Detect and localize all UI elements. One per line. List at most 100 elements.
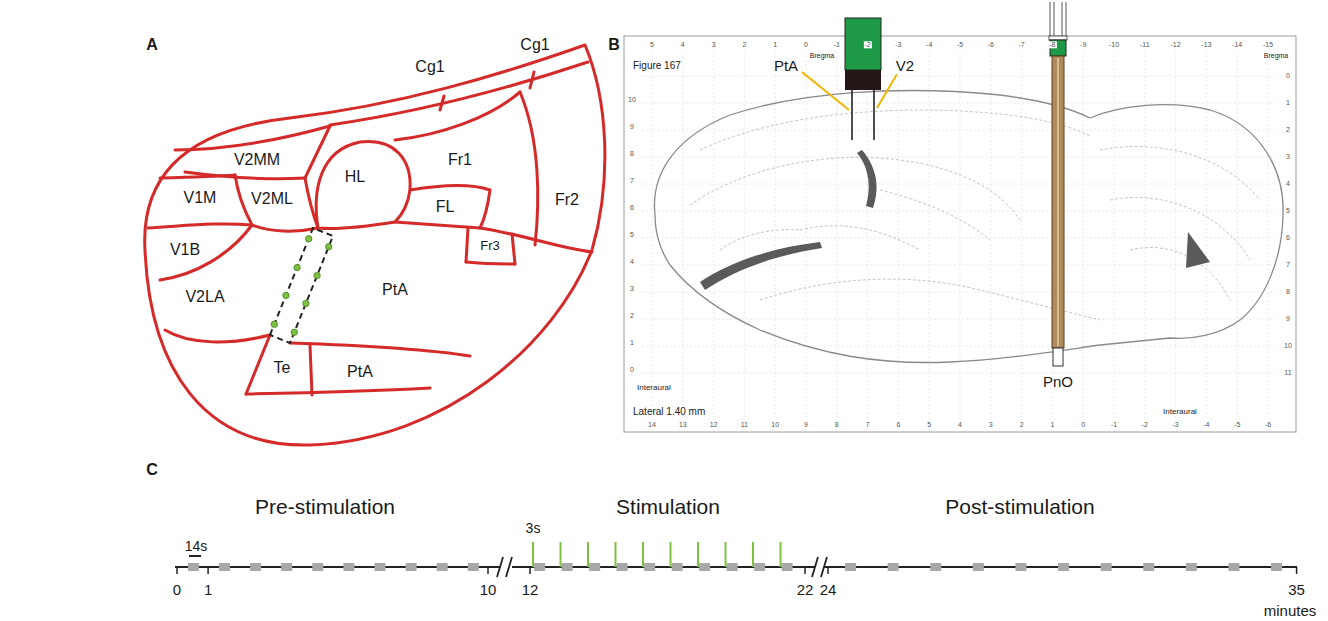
atlas-coordinate: -9 xyxy=(1079,41,1087,48)
panel-letter: B xyxy=(607,37,621,54)
region-label: PtA xyxy=(381,282,409,299)
atlas-coordinate: 5 xyxy=(629,231,635,238)
atlas-coordinate: -2 xyxy=(1141,421,1149,428)
atlas-coordinate: -5 xyxy=(1233,421,1241,428)
panel-letter: C xyxy=(145,462,159,479)
atlas-coordinate: 0 xyxy=(1080,421,1086,428)
atlas-note: Interaural xyxy=(1162,408,1198,416)
atlas-coordinate: 9 xyxy=(1285,315,1291,322)
time-tick: 22 xyxy=(796,582,815,598)
region-label: Fr2 xyxy=(554,192,580,209)
atlas-coordinate: -1 xyxy=(833,41,841,48)
phase-label: Pre-stimulation xyxy=(254,496,396,518)
atlas-coordinate: 5 xyxy=(649,41,655,48)
atlas-coordinate: -4 xyxy=(925,41,933,48)
atlas-coordinate: 2 xyxy=(1019,421,1025,428)
region-label: Fr3 xyxy=(479,239,501,253)
atlas-coordinate: 10 xyxy=(770,421,780,428)
atlas-coordinate: 12 xyxy=(709,421,719,428)
atlas-coordinate: 6 xyxy=(1285,234,1291,241)
time-tick: 35 xyxy=(1287,582,1306,598)
atlas-coordinate: -5 xyxy=(956,41,964,48)
atlas-coordinate: -6 xyxy=(987,41,995,48)
atlas-note: Bregma xyxy=(1263,52,1290,59)
atlas-coordinate: 13 xyxy=(678,421,688,428)
atlas-coordinate: 10 xyxy=(1283,342,1293,349)
electrode-array xyxy=(270,228,333,343)
region-label: Te xyxy=(273,360,292,377)
atlas-coordinate: 11 xyxy=(1283,369,1292,376)
time-tick: 12 xyxy=(521,582,540,598)
time-tick: 24 xyxy=(819,582,838,598)
atlas-coordinate: 10 xyxy=(627,96,637,103)
atlas-coordinate: 8 xyxy=(834,421,840,428)
timeline xyxy=(175,542,1297,577)
atlas-coordinate: -3 xyxy=(894,41,902,48)
target-label: PnO xyxy=(1042,374,1074,390)
region-label: FL xyxy=(435,199,456,216)
time-tick: minutes xyxy=(1263,603,1318,619)
atlas-note: Interaural xyxy=(636,384,672,392)
atlas-coordinate: 11 xyxy=(740,421,749,428)
atlas-coordinate: -14 xyxy=(1231,41,1243,48)
atlas-coordinate: 0 xyxy=(1285,72,1291,79)
atlas-coordinate: 6 xyxy=(895,421,901,428)
region-label: Fr1 xyxy=(447,152,473,169)
atlas-coordinate: -10 xyxy=(1108,41,1120,48)
atlas-coordinate: 3 xyxy=(629,285,635,292)
target-label: V2 xyxy=(895,58,915,74)
atlas-note: Bregma xyxy=(809,52,836,59)
region-label: PtA xyxy=(346,364,374,381)
atlas-coordinate: -2 xyxy=(863,41,871,48)
atlas-coordinate: -6 xyxy=(1264,421,1272,428)
time-tick: 0 xyxy=(172,582,182,598)
region-label: V1M xyxy=(183,190,218,207)
atlas-coordinate: -13 xyxy=(1200,41,1212,48)
atlas-coordinate: 8 xyxy=(629,150,635,157)
atlas-coordinate: 1 xyxy=(772,41,778,48)
atlas-coordinate: 4 xyxy=(680,41,686,48)
atlas-coordinate: 7 xyxy=(865,421,871,428)
time-tick: 1 xyxy=(203,582,213,598)
atlas-coordinate: 7 xyxy=(629,177,635,184)
atlas-coordinate: 8 xyxy=(1285,288,1291,295)
atlas-coordinate: -1 xyxy=(1110,421,1118,428)
atlas-coordinate: 5 xyxy=(926,421,932,428)
atlas-coordinate: 1 xyxy=(1285,99,1291,106)
atlas-coordinate: 9 xyxy=(803,421,809,428)
atlas-note: Lateral 1.40 mm xyxy=(632,407,706,418)
atlas-coordinate: -11 xyxy=(1139,41,1151,48)
atlas-coordinate: 2 xyxy=(1285,126,1291,133)
atlas-section xyxy=(624,2,1296,432)
region-label: V1B xyxy=(169,242,201,259)
atlas-coordinate: 3 xyxy=(1285,153,1291,160)
atlas-coordinate: -15 xyxy=(1262,41,1274,48)
atlas-coordinate: 5 xyxy=(1285,207,1291,214)
target-label: PtA xyxy=(773,58,799,74)
atlas-coordinate: -7 xyxy=(1017,41,1025,48)
atlas-coordinate: 4 xyxy=(1285,180,1291,187)
atlas-coordinate: 9 xyxy=(629,123,635,130)
atlas-coordinate: 3 xyxy=(711,41,717,48)
panel-letter: A xyxy=(145,37,159,54)
region-label: Cg1 xyxy=(519,37,550,54)
time-tick: 10 xyxy=(479,582,498,598)
duration-label: 3s xyxy=(525,521,542,536)
atlas-coordinate: 1 xyxy=(629,339,635,346)
region-label: HL xyxy=(344,169,366,186)
cortex-map xyxy=(145,45,605,445)
atlas-coordinate: -4 xyxy=(1202,421,1210,428)
atlas-coordinate: 4 xyxy=(957,421,963,428)
atlas-coordinate: 0 xyxy=(803,41,809,48)
atlas-coordinate: 0 xyxy=(629,366,635,373)
phase-label: Stimulation xyxy=(615,496,721,518)
atlas-coordinate: 7 xyxy=(1285,261,1291,268)
atlas-coordinate: 2 xyxy=(629,312,635,319)
duration-label: 14s xyxy=(184,539,209,554)
atlas-coordinate: -3 xyxy=(1171,421,1179,428)
region-label: V2ML xyxy=(250,191,294,208)
phase-label: Post-stimulation xyxy=(944,496,1095,518)
region-label: Cg1 xyxy=(414,59,445,76)
